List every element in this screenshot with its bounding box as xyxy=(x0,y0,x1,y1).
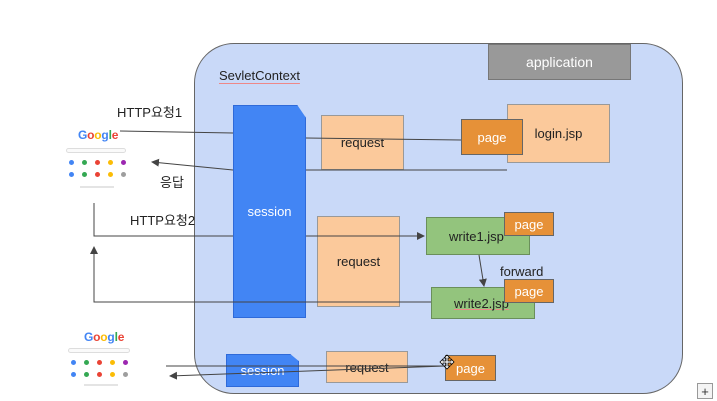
shortcut-icon xyxy=(97,360,102,365)
search-bar xyxy=(68,348,130,353)
shortcut-icon xyxy=(123,360,128,365)
google-logo-letter: l xyxy=(114,330,118,344)
shortcut-icon xyxy=(95,172,100,177)
search-bar xyxy=(66,148,126,153)
footer-line xyxy=(84,384,118,386)
shortcut-icon xyxy=(95,160,100,165)
forward-arrow xyxy=(478,254,487,287)
shortcut-icon xyxy=(69,172,74,177)
shortcut-grid xyxy=(66,158,128,180)
shortcut-icon xyxy=(82,172,87,177)
session-block-small: session xyxy=(226,354,299,387)
shortcut-icon xyxy=(110,360,115,365)
request-box-2: request xyxy=(317,216,400,307)
shortcut-icon xyxy=(123,372,128,377)
google-logo-letter: g xyxy=(107,330,115,344)
shortcut-icon xyxy=(84,360,89,365)
application-box: application xyxy=(488,44,631,80)
browser-thumbnail-bottom: Google xyxy=(60,326,140,390)
session-block: session xyxy=(233,105,306,318)
response-2-line xyxy=(90,246,431,303)
request1-to-page-line xyxy=(305,137,462,141)
shortcut-icon xyxy=(121,172,126,177)
login-jsp-box: login.jsp xyxy=(507,104,610,163)
http-request-2-line xyxy=(93,203,233,237)
google-logo-letter: o xyxy=(93,330,101,344)
bottom-response-arrow xyxy=(169,365,446,380)
shortcut-grid xyxy=(68,358,130,380)
response-label: 응답 xyxy=(160,175,184,190)
google-logo-letter: l xyxy=(108,128,112,142)
shortcut-icon xyxy=(82,160,87,165)
browser-thumbnail-top: Google xyxy=(58,124,134,194)
servlet-context-label: SevletContext xyxy=(219,68,300,83)
add-button[interactable]: + xyxy=(697,383,713,399)
shortcut-icon xyxy=(71,360,76,365)
page-box-write2: page xyxy=(504,279,554,303)
shortcut-icon xyxy=(69,160,74,165)
google-logo-letter: e xyxy=(111,128,119,142)
response-arrow xyxy=(151,158,234,171)
shortcut-icon xyxy=(84,372,89,377)
google-logo-letter: G xyxy=(84,330,94,344)
google-logo-letter: G xyxy=(78,128,88,142)
http-request-1-arrow xyxy=(119,130,234,134)
shortcut-icon xyxy=(108,172,113,177)
footer-line xyxy=(80,186,114,188)
page-box-write1: page xyxy=(504,212,554,236)
http-request-2-label: HTTP요청2 xyxy=(130,213,196,228)
forward-label: forward xyxy=(500,264,544,279)
http-request-1-label: HTTP요청1 xyxy=(117,105,183,120)
page-box-login: page xyxy=(461,119,523,155)
shortcut-icon xyxy=(97,372,102,377)
request-box-3: request xyxy=(326,351,408,383)
google-logo-letter: o xyxy=(94,128,102,142)
google-logo: Google xyxy=(84,330,124,344)
shortcut-icon xyxy=(71,372,76,377)
shortcut-icon xyxy=(110,372,115,377)
google-logo-letter: g xyxy=(101,128,109,142)
shortcut-icon xyxy=(121,160,126,165)
google-logo-letter: o xyxy=(100,330,108,344)
move-cursor-icon xyxy=(439,354,455,370)
google-logo-letter: e xyxy=(117,330,125,344)
google-logo-letter: o xyxy=(87,128,95,142)
google-logo: Google xyxy=(78,128,118,142)
shortcut-icon xyxy=(108,160,113,165)
page-box-bottom: page xyxy=(445,355,496,381)
